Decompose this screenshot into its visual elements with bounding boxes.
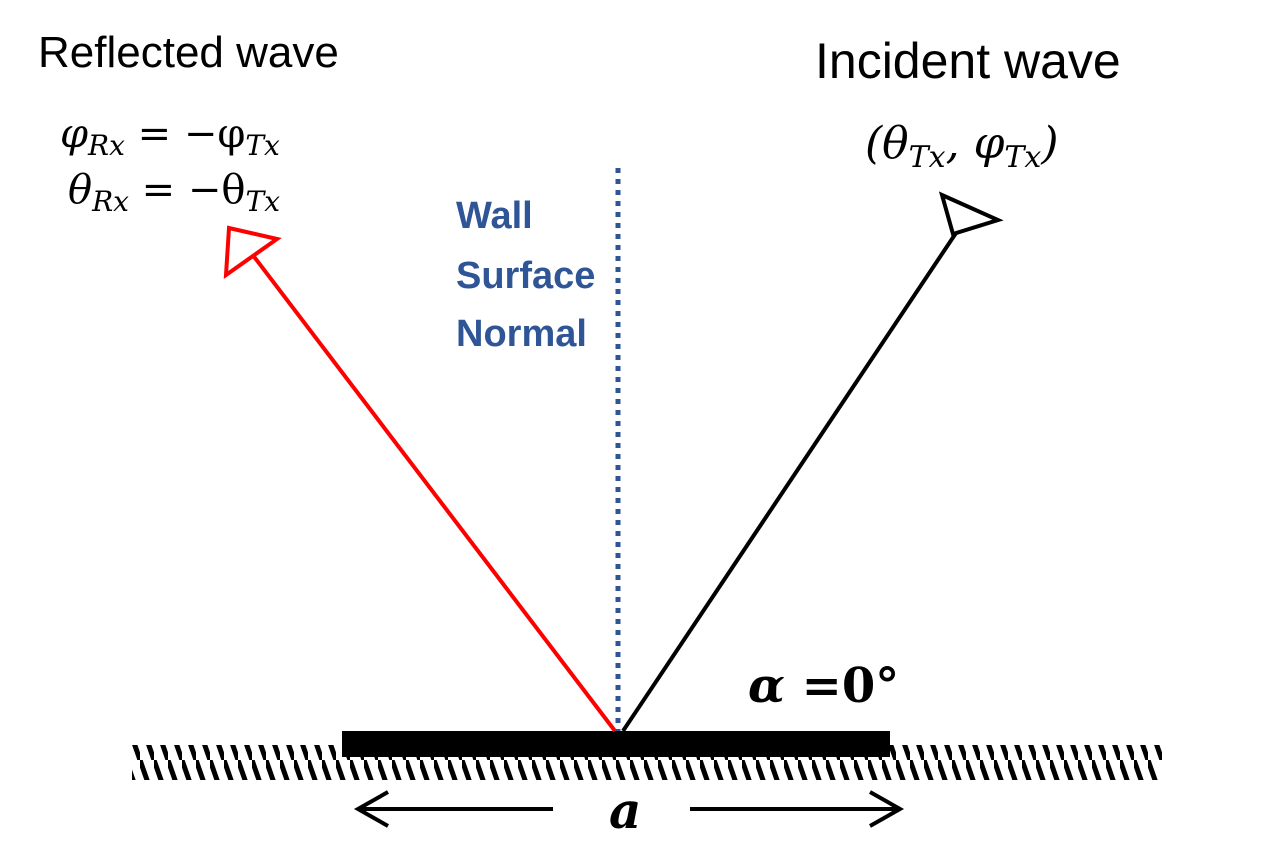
theta-rx-symbol: θ — [68, 167, 92, 213]
incident-mid: , φ — [946, 118, 1005, 169]
theta-tx-subscript: Tx — [246, 185, 281, 218]
normal-label: Wall Surface Normal — [456, 195, 595, 355]
normal-label-line-1: Wall — [456, 195, 533, 237]
normal-label-line-3: Normal — [456, 313, 587, 355]
reflected-theta-equation: θRx = −θTx — [68, 167, 280, 218]
phi-rx-symbol: φ — [60, 111, 88, 157]
incident-close: ) — [1040, 118, 1058, 169]
phi-relation: = −φ — [125, 111, 245, 157]
phi-tx-subscript: Tx — [245, 129, 280, 162]
alpha-value: =0° — [785, 658, 899, 714]
theta-relation: = −θ — [129, 167, 246, 213]
reflected-arrowhead — [223, 225, 282, 280]
normal-label-line-2: Surface — [456, 255, 595, 297]
tilt-angle-label: α =0° — [748, 658, 899, 714]
incident-phi-subscript: Tx — [1004, 140, 1041, 175]
phi-rx-subscript: Rx — [87, 129, 125, 162]
incident-open: (θ — [865, 118, 909, 169]
alpha-symbol: α — [748, 658, 785, 714]
incident-wave-title: Incident wave — [815, 33, 1121, 89]
incident-ray — [621, 231, 958, 733]
incident-angles: (θTx, φTx) — [865, 118, 1058, 175]
width-label: a — [609, 781, 641, 840]
incident-arrowhead — [938, 191, 1004, 237]
theta-rx-subscript: Rx — [91, 185, 129, 218]
reflected-phi-equation: φRx = −φTx — [60, 111, 280, 162]
wall-surface-plate — [342, 731, 890, 757]
incident-theta-subscript: Tx — [909, 140, 946, 175]
width-dimension — [353, 790, 905, 828]
reflected-wave-title: Reflected wave — [38, 28, 339, 77]
reflected-ray — [250, 252, 617, 733]
